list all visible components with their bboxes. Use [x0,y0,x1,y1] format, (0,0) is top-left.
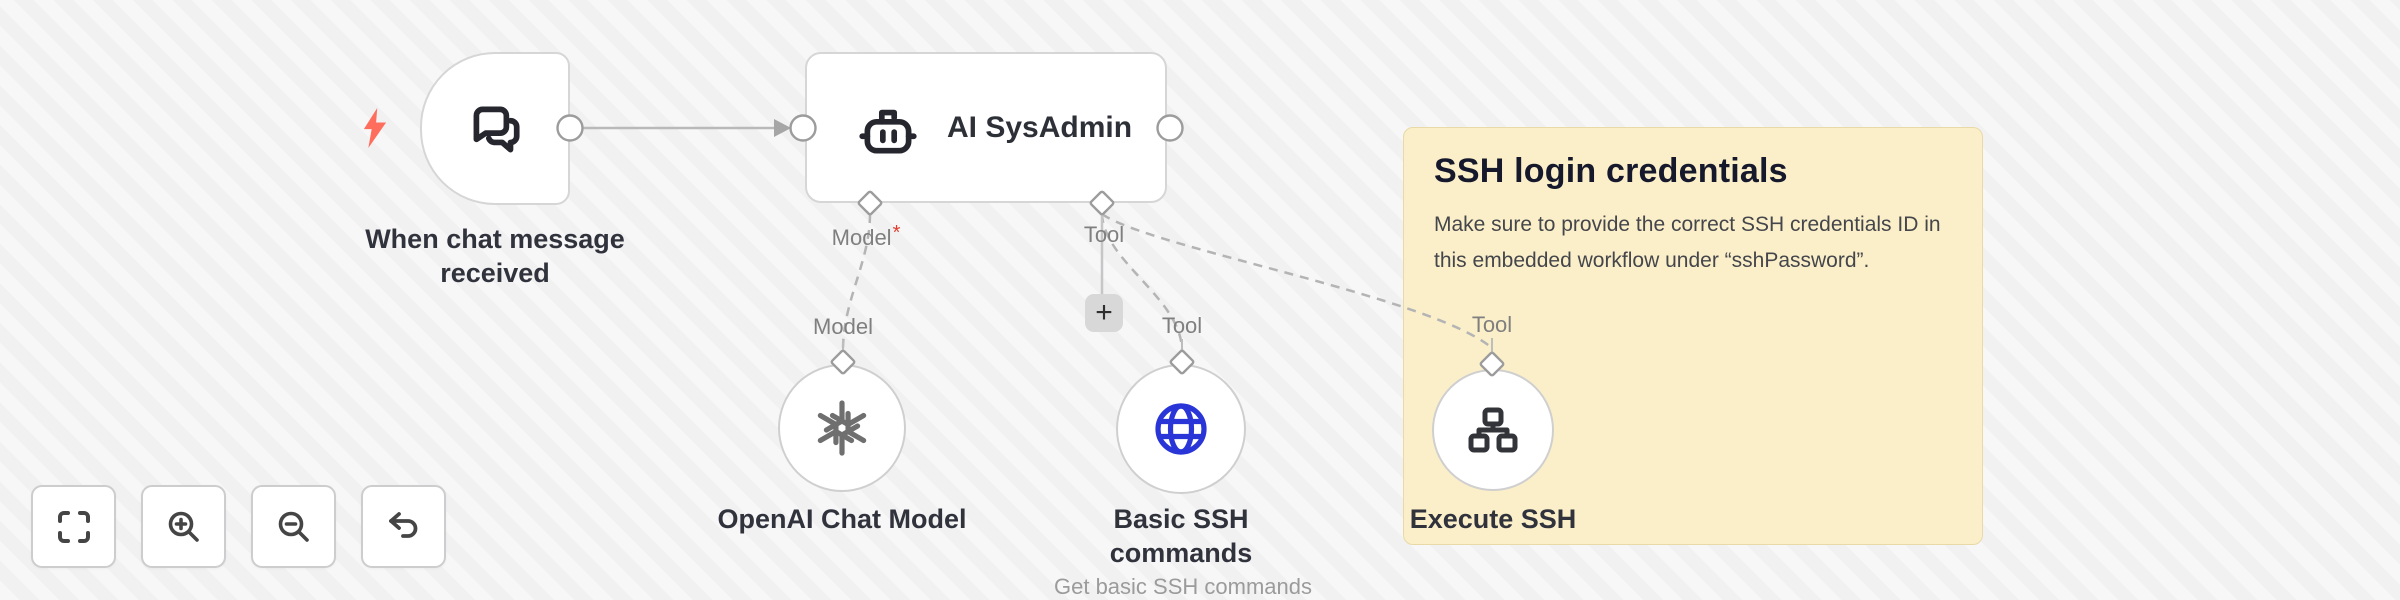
fit-view-button[interactable] [31,485,116,568]
zoom-out-button[interactable] [251,485,336,568]
sticky-note-title: SSH login credentials [1434,152,1788,190]
required-asterisk: * [892,222,901,244]
connection-arrowhead-icon [774,119,791,137]
add-tool-button[interactable]: + [1085,294,1123,332]
robot-icon [859,109,917,154]
chat-trigger-node[interactable] [420,52,570,205]
openai-logo-icon [817,400,867,456]
undo-button[interactable] [361,485,446,568]
openai-chat-model-node[interactable] [778,364,906,492]
agent-tool-port-label: Tool [1083,222,1125,247]
basic-ssh-node-description: Get basic SSH commands [1054,574,1312,599]
ai-agent-node[interactable]: AI SysAdmin [805,52,1167,203]
lightning-icon [360,108,390,153]
zoom-out-icon [278,511,309,542]
basic-ssh-node-label: Basic SSH commands [1109,504,1253,568]
globe-icon [1155,403,1207,455]
ai-agent-title: AI SysAdmin [947,110,1133,144]
fit-view-icon [57,510,90,543]
openai-node-label: OpenAI Chat Model [717,504,967,534]
network-icon [1468,407,1518,453]
basic-ssh-port-label: Tool [1161,313,1203,338]
sticky-note-body: Make sure to provide the correct SSH cre… [1434,213,1941,272]
chat-bubbles-icon [473,106,520,153]
agent-model-port-label: Model* [806,222,926,251]
agent-model-port-text: Model [831,225,892,250]
canvas-controls [31,485,446,568]
execute-ssh-node-label: Execute SSH [1409,504,1577,534]
execute-ssh-node[interactable] [1432,369,1554,491]
execute-ssh-port-label: Tool [1471,312,1513,337]
openai-port-label: Model [813,314,873,339]
zoom-in-icon [168,511,199,542]
plus-icon: + [1095,296,1113,329]
chat-trigger-label: When chat message received [365,224,625,288]
zoom-in-button[interactable] [141,485,226,568]
undo-icon [388,511,417,538]
basic-ssh-commands-node[interactable] [1116,364,1246,494]
